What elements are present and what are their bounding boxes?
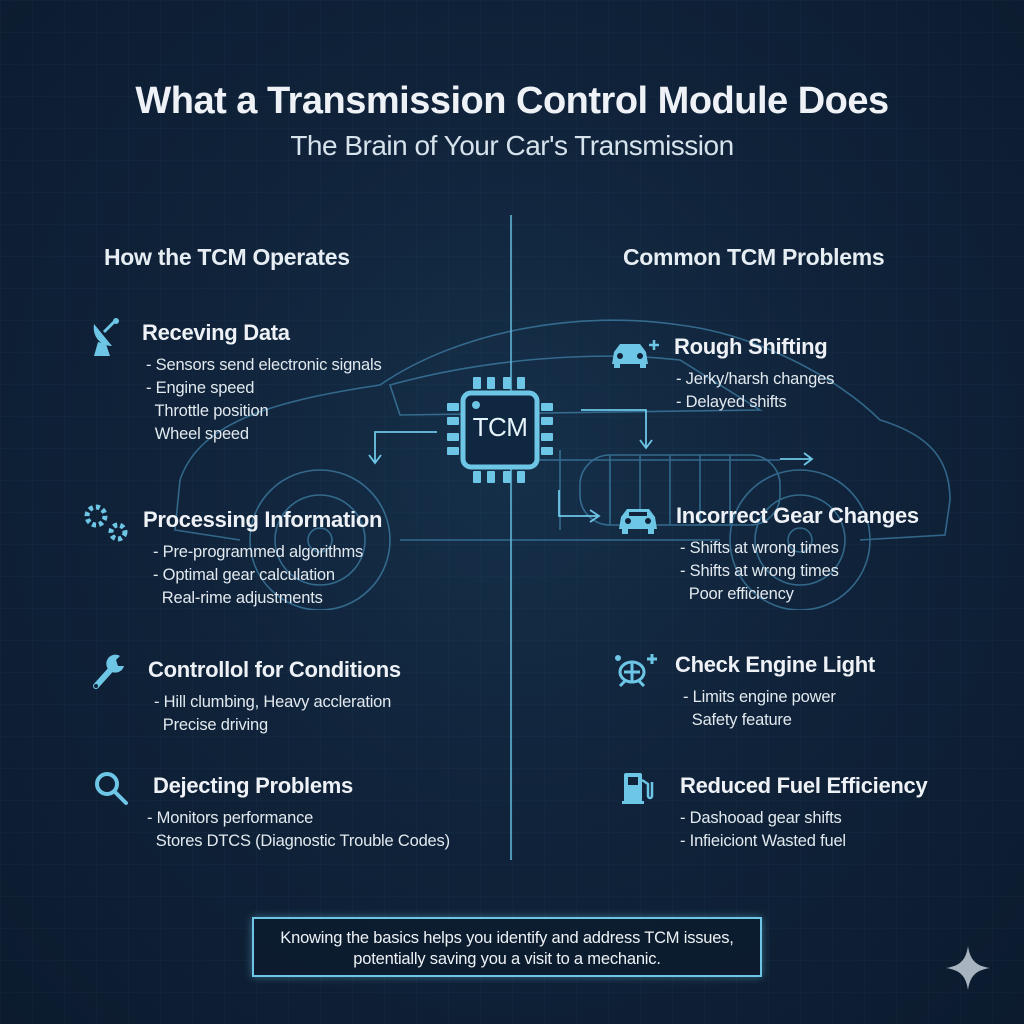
section-details: - Hill clumbing, Heavy accleration Preci… (154, 693, 392, 734)
page-title: What a Transmission Control Module Does (135, 80, 889, 122)
section-details: - Limits engine power Safety feature (683, 688, 836, 729)
section-details: - Sensors send electronic signals - Engi… (146, 356, 382, 443)
microchip-icon (447, 377, 553, 483)
section-title: Receving Data (142, 320, 290, 345)
section-details: - Dashooad gear shifts - Infieiciont Was… (680, 809, 846, 850)
section-details: - Pre-programmed algorithms - Optimal ge… (153, 543, 364, 607)
wrench-icon (90, 652, 128, 692)
section-details: - Shifts at wrong times - Shifts at wron… (680, 539, 839, 603)
tcm-chip-label: TCM (472, 412, 528, 442)
section-controlling-conditions: Controllol for Conditions - Hill clumbin… (148, 657, 401, 737)
section-title: Dejecting Problems (153, 773, 353, 798)
section-details: - Jerky/harsh changes - Delayed shifts (676, 370, 835, 411)
summary-line-2: potentially saving you a visit to a mech… (353, 950, 661, 968)
turtle-limp-mode-icon (614, 652, 662, 692)
section-detecting-problems: Dejecting Problems - Monitors performanc… (147, 773, 450, 853)
summary-line-1: Knowing the basics helps you identify an… (280, 929, 734, 947)
section-receiving-data: Receving Data - Sensors send electronic … (142, 320, 382, 446)
section-check-engine-light: Check Engine Light - Limits engine power… (675, 652, 875, 732)
section-title: Processing Information (143, 507, 383, 532)
page-subtitle: The Brain of Your Car's Transmission (290, 130, 734, 161)
car-icon (617, 505, 659, 535)
section-title: Rough Shifting (674, 334, 828, 359)
section-title: Reduced Fuel Efficiency (680, 773, 928, 798)
section-reduced-fuel-efficiency: Reduced Fuel Efficiency - Dashooad gear … (680, 773, 928, 853)
left-column-heading: How the TCM Operates (104, 244, 350, 270)
section-title: Check Engine Light (675, 652, 875, 677)
section-processing-information: Processing Information - Pre-programmed … (143, 507, 382, 610)
car-repair-icon (610, 338, 662, 370)
fuel-pump-icon (620, 770, 656, 806)
sparkle-icon (946, 946, 990, 990)
section-title: Incorrect Gear Changes (676, 503, 919, 528)
section-title: Controllol for Conditions (148, 657, 401, 682)
satellite-dish-icon (90, 318, 126, 358)
summary-callout-box: Knowing the basics helps you identify an… (252, 917, 762, 977)
section-details: - Monitors performance Stores DTCS (Diag… (147, 809, 450, 850)
section-incorrect-gear-changes: Incorrect Gear Changes - Shifts at wrong… (676, 503, 919, 606)
magnifier-icon (93, 770, 129, 806)
section-rough-shifting: Rough Shifting - Jerky/harsh changes - D… (674, 334, 834, 414)
right-column-heading: Common TCM Problems (623, 244, 885, 270)
gears-icon (80, 502, 132, 544)
column-divider (510, 215, 512, 860)
